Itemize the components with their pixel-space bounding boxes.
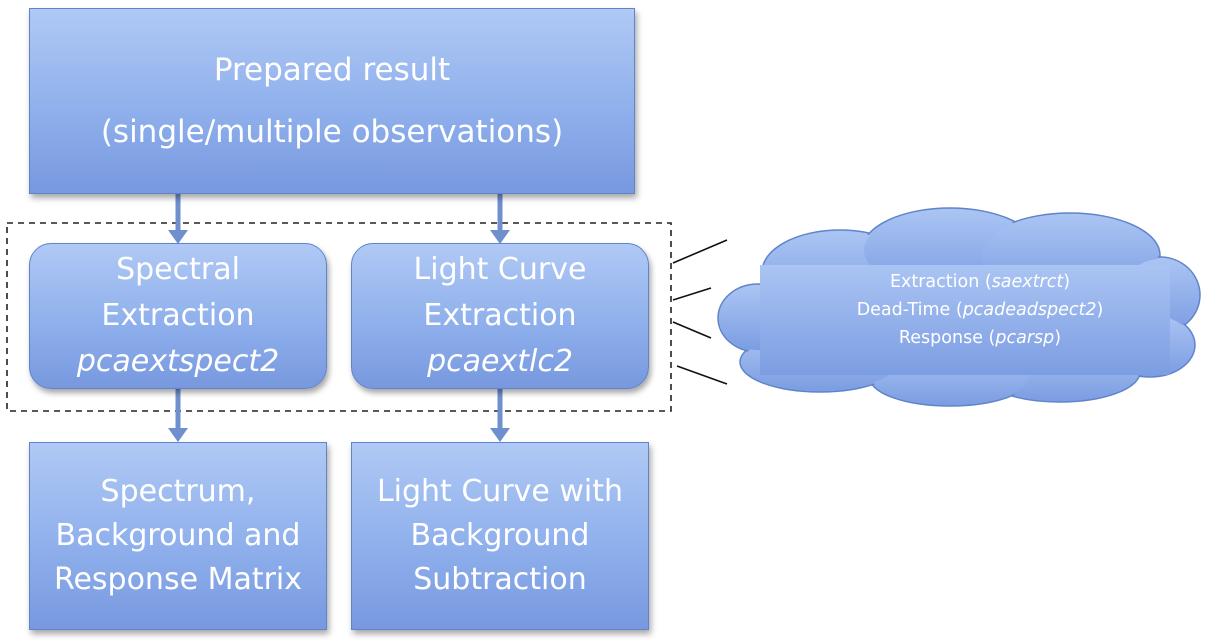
cloud-item-deadtime-label: Dead-Time ( [856, 300, 963, 320]
spectrum-output-line1: Spectrum, [100, 474, 256, 509]
spectral-extraction-line2: Extraction [101, 298, 255, 333]
cloud-item-response: Response (pcarsp) [770, 324, 1190, 352]
cloud-item-deadtime-close: ) [1096, 300, 1104, 320]
prepared-result-box: Prepared result (single/multiple observa… [29, 8, 635, 194]
arrow-top-to-spectral [168, 194, 188, 244]
cloud-item-response-label: Response ( [898, 328, 996, 348]
prepared-result-subtitle: (single/multiple observations) [100, 114, 564, 150]
lightcurve-output-line1: Light Curve with [376, 474, 624, 509]
cloud-fill-core [720, 210, 1198, 404]
lightcurve-extraction-tool: pcaextlc2 [427, 344, 573, 379]
spectrum-output-line2: Background and [55, 518, 301, 553]
spectrum-output-line3: Response Matrix [53, 562, 303, 597]
lightcurve-output-line3: Subtraction [413, 562, 587, 597]
cloud-item-extraction: Extraction (saextrct) [770, 268, 1190, 296]
cloud-item-extraction-label: Extraction ( [889, 272, 992, 292]
cloud-item-extraction-tool: saextrct [991, 272, 1064, 292]
spectral-extraction-tool: pcaextspect2 [76, 344, 280, 379]
cloud-connector-lines [672, 239, 728, 385]
lightcurve-extraction-line2: Extraction [423, 298, 577, 333]
cloud-item-extraction-close: ) [1063, 272, 1071, 292]
spectrum-output-box: Spectrum, Background and Response Matrix [29, 442, 327, 630]
spectral-extraction-box: Spectral Extraction pcaextspect2 [29, 243, 327, 389]
lightcurve-extraction-box: Light Curve Extraction pcaextlc2 [351, 243, 649, 389]
lightcurve-extraction-line1: Light Curve [413, 252, 587, 287]
extraction-group-outline [6, 222, 672, 412]
arrow-lightcurve-to-output [490, 389, 510, 442]
cloud-text: Extraction (saextrct) Dead-Time (pcadead… [770, 268, 1190, 352]
cloud-item-response-close: ) [1054, 328, 1062, 348]
cloud-item-deadtime: Dead-Time (pcadeadspect2) [770, 296, 1190, 324]
arrow-spectral-to-output [168, 389, 188, 442]
arrow-top-to-lightcurve [490, 194, 510, 244]
lightcurve-output-box: Light Curve with Background Subtraction [351, 442, 649, 630]
cloud-item-deadtime-tool: pcadeadspect2 [962, 300, 1097, 320]
spectral-extraction-line1: Spectral [116, 252, 240, 287]
cloud-item-response-tool: pcarsp [995, 328, 1055, 348]
lightcurve-output-line2: Background [410, 518, 590, 553]
prepared-result-title: Prepared result [213, 52, 451, 88]
